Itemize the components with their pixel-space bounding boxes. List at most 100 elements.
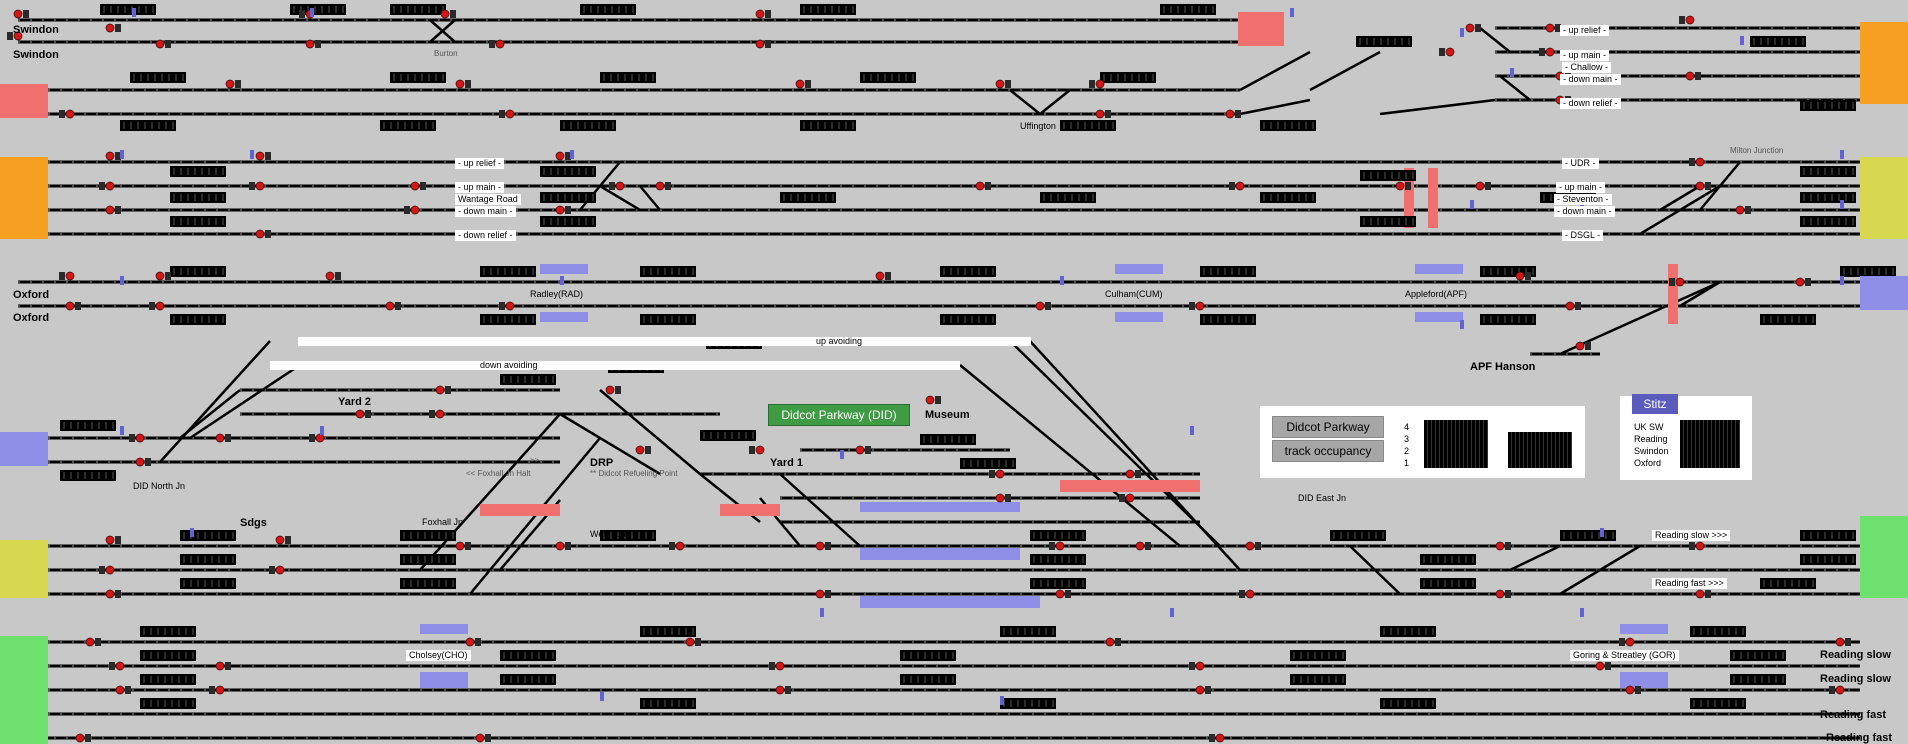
train-describer[interactable] [800,120,856,131]
train-describer-body[interactable] [1730,650,1786,661]
signal[interactable] [1395,181,1411,191]
signal-aspect[interactable] [1245,589,1255,599]
signal-aspect[interactable] [105,205,115,215]
train-describer-body[interactable] [1480,314,1536,325]
stitz-item[interactable]: UK SW [1634,422,1664,432]
train-describer[interactable] [1330,530,1386,541]
signal[interactable] [105,151,121,161]
signal-aspect[interactable] [605,385,615,395]
signal-route-indicator[interactable] [190,528,194,537]
signal[interactable] [1735,205,1751,215]
train-describer[interactable] [1840,266,1896,277]
train-describer[interactable] [170,192,226,203]
edge-marker-west-green[interactable] [0,636,48,744]
signal-aspect[interactable] [1495,589,1505,599]
signal-aspect[interactable] [1545,23,1555,33]
train-describer-body[interactable] [1420,554,1476,565]
signal-aspect[interactable] [435,409,445,419]
train-describer-body[interactable] [1260,120,1316,131]
train-describer-body[interactable] [140,650,196,661]
signal-post[interactable] [165,40,171,48]
train-describer-body[interactable] [1060,120,1116,131]
stitz-item[interactable]: Oxford [1634,458,1662,468]
signal-aspect[interactable] [1095,109,1105,119]
signal-aspect[interactable] [255,151,265,161]
signal[interactable] [1035,301,1051,311]
train-describer[interactable] [1730,650,1786,661]
signal-post[interactable] [499,302,505,310]
signal[interactable] [65,301,81,311]
signal-route-indicator[interactable] [1740,36,1744,45]
signal-post[interactable] [1089,80,1095,88]
signal-aspect[interactable] [475,733,485,743]
train-describer[interactable] [1356,36,1412,47]
train-describer[interactable] [1750,36,1806,47]
signal[interactable] [555,541,571,551]
train-describer[interactable] [600,72,656,83]
signal[interactable] [1669,277,1685,287]
train-describer-body[interactable] [170,216,226,227]
signal[interactable] [255,229,271,239]
signal-route-indicator[interactable] [120,276,124,285]
train-describer-body[interactable] [60,420,116,431]
train-describer[interactable] [1290,674,1346,685]
train-describer[interactable] [140,650,196,661]
signal-post[interactable] [1705,590,1711,598]
train-describer-body[interactable] [960,458,1016,469]
train-describer-body[interactable] [640,626,696,637]
signal[interactable] [155,39,171,49]
train-describer[interactable] [1360,216,1416,227]
signal-aspect[interactable] [1215,733,1225,743]
train-describer[interactable] [170,266,226,277]
train-describer-body[interactable] [1800,100,1856,111]
signal-post[interactable] [1689,542,1695,550]
signal[interactable] [1055,589,1071,599]
signal-post[interactable] [1585,342,1591,350]
signal-aspect[interactable] [65,109,75,119]
signal-aspect[interactable] [655,181,665,191]
train-describer-body[interactable] [900,650,956,661]
signal-post[interactable] [450,10,456,18]
signal-aspect[interactable] [1105,637,1115,647]
signal-post[interactable] [125,686,131,694]
signal-aspect[interactable] [615,181,625,191]
signal[interactable] [1795,277,1811,287]
signal[interactable] [1465,23,1481,33]
signal-post[interactable] [1525,272,1531,280]
signal-post[interactable] [1745,206,1751,214]
train-describer-body[interactable] [1760,578,1816,589]
signal[interactable] [1049,541,1065,551]
signal-post[interactable] [265,230,271,238]
signal[interactable] [815,541,831,551]
train-describer-body[interactable] [400,578,456,589]
signal-aspect[interactable] [115,661,125,671]
signal[interactable] [609,181,625,191]
signal-aspect[interactable] [215,661,225,671]
signal-post[interactable] [115,152,121,160]
signal[interactable] [1565,301,1581,311]
signal-post[interactable] [485,734,491,742]
signal[interactable] [1829,685,1845,695]
train-describer[interactable] [500,674,556,685]
train-describer-body[interactable] [1290,650,1346,661]
train-describer[interactable] [1030,530,1086,541]
signal-post[interactable] [805,80,811,88]
signal-aspect[interactable] [13,9,23,19]
signal-post[interactable] [1205,686,1211,694]
train-describer[interactable] [180,578,236,589]
train-describer[interactable] [1800,166,1856,177]
signal-aspect[interactable] [275,535,285,545]
signal-post[interactable] [1255,542,1261,550]
signal[interactable] [269,565,285,575]
signal-aspect[interactable] [1245,541,1255,551]
train-describer-body[interactable] [170,192,226,203]
signal[interactable] [1105,637,1121,647]
edge-marker-west-blue[interactable] [0,432,48,466]
signal-post[interactable] [315,40,321,48]
signal-post[interactable] [145,458,151,466]
signal-post[interactable] [1189,662,1195,670]
signal-aspect[interactable] [1695,589,1705,599]
signal-aspect[interactable] [1675,277,1685,287]
signal-aspect[interactable] [1545,47,1555,57]
train-describer-body[interactable] [170,314,226,325]
